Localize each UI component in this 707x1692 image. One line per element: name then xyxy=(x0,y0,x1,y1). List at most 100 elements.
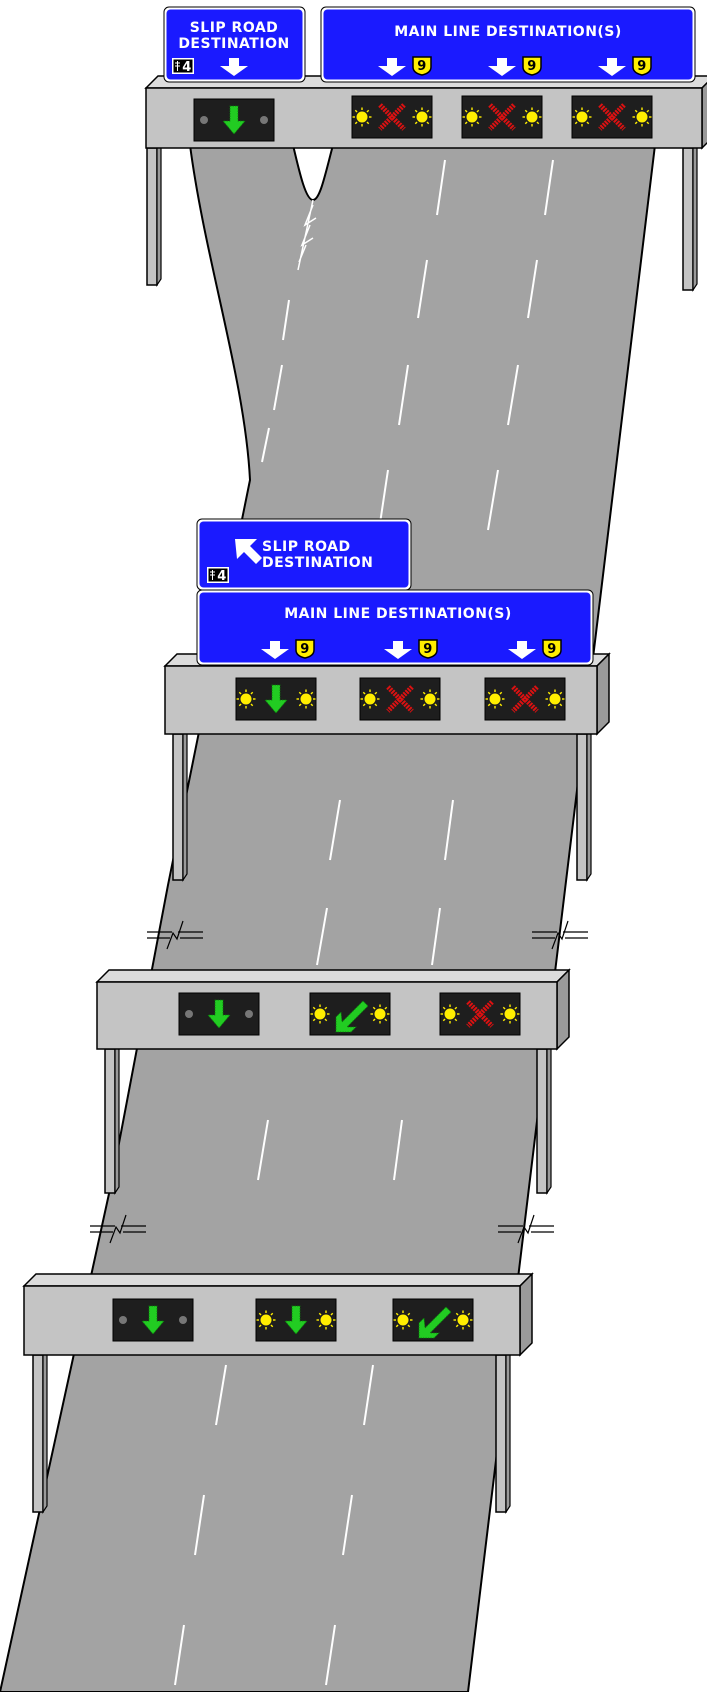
lane-line xyxy=(417,259,428,319)
lane-signal xyxy=(178,992,260,1036)
break-symbol-icon xyxy=(147,920,203,950)
lane-line xyxy=(194,1494,205,1556)
route-shield-icon xyxy=(412,56,432,76)
lamp-ray xyxy=(395,1312,399,1316)
distance-break-symbols xyxy=(90,920,588,1244)
lamp-on xyxy=(260,1314,272,1326)
arrow-diagonal-left-icon xyxy=(335,1000,369,1033)
warning-lamp xyxy=(632,107,652,127)
lamp-on xyxy=(397,1314,409,1326)
lane-line xyxy=(544,159,554,216)
lamp-on xyxy=(240,693,252,705)
lamp-ray xyxy=(238,703,242,707)
lane-line xyxy=(398,364,409,426)
warning-lamp xyxy=(500,1004,520,1024)
lamp-ray xyxy=(270,1324,274,1328)
warning-lamp xyxy=(393,1310,413,1330)
lamp-on xyxy=(549,693,561,705)
warning-lamp xyxy=(316,1310,336,1330)
warning-lamp xyxy=(572,107,592,127)
lamp-on xyxy=(416,111,428,123)
break-lines xyxy=(90,1225,146,1233)
lamp-ray xyxy=(634,109,638,113)
main-line-label-middle: MAIN LINE DESTINATION(S) xyxy=(284,606,512,622)
lane-signal xyxy=(351,95,433,139)
gantry-leg-side xyxy=(505,1349,511,1514)
warning-lamp xyxy=(420,689,440,709)
lamp-on xyxy=(320,1314,332,1326)
lamp-ray xyxy=(586,121,590,125)
junction-symbol-icon xyxy=(175,61,180,71)
lamp-ray xyxy=(434,703,438,707)
junction-symbol-icon xyxy=(210,570,215,580)
lamp-ray xyxy=(476,109,480,113)
break-zigzag xyxy=(166,920,184,950)
lane-line xyxy=(257,1119,269,1181)
lamp-off xyxy=(260,116,268,124)
sign-background xyxy=(166,9,303,80)
lamp-ray xyxy=(384,1006,388,1010)
break-symbol-icon xyxy=(498,1214,554,1244)
diverge-chevrons xyxy=(297,199,317,271)
red-x-icon xyxy=(598,103,626,131)
lamp-ray xyxy=(536,121,540,125)
lamp-ray xyxy=(454,1018,458,1022)
lamp-ray xyxy=(312,1006,316,1010)
red-x-icon xyxy=(386,685,414,713)
lamp-ray xyxy=(559,691,563,695)
warning-lamp xyxy=(310,1004,330,1024)
warning-lamp xyxy=(370,1004,390,1024)
lane-signal xyxy=(359,677,441,721)
lamp-ray xyxy=(298,691,302,695)
route-shield-icon xyxy=(418,639,438,659)
lamp-ray xyxy=(372,1006,376,1010)
lane-line xyxy=(487,469,499,531)
lamp-ray xyxy=(330,1312,334,1316)
lane-signal xyxy=(112,1298,194,1342)
route-number-text: 9 xyxy=(637,59,647,74)
lane-line xyxy=(282,299,290,341)
lamp-ray xyxy=(476,121,480,125)
arrow-down-icon xyxy=(264,684,288,714)
gantry-leg xyxy=(104,1048,116,1194)
lamp-ray xyxy=(454,1006,458,1010)
slip-road-label-line1: SLIP ROAD xyxy=(262,539,351,555)
lane-line xyxy=(174,1624,185,1686)
lamp-ray xyxy=(464,121,468,125)
lamp-ray xyxy=(407,1324,411,1328)
lamp-on xyxy=(356,111,368,123)
lamp-off xyxy=(179,1316,187,1324)
lamp-ray xyxy=(250,703,254,707)
lane-line xyxy=(261,427,270,463)
gantry-3 xyxy=(95,968,571,1195)
gantry-beam-top xyxy=(22,1273,534,1287)
junction-number-text: 4 xyxy=(217,569,227,584)
warning-lamp xyxy=(522,107,542,127)
lane-signal xyxy=(193,98,275,142)
lane-signal xyxy=(439,992,521,1036)
lamp-ray xyxy=(499,703,503,707)
lane-signal xyxy=(461,95,543,139)
break-symbol-icon xyxy=(90,1214,146,1244)
lamp-ray xyxy=(467,1312,471,1316)
lamp-off xyxy=(200,116,208,124)
warning-lamp xyxy=(485,689,505,709)
gantry-beam-side xyxy=(596,652,610,736)
lane-line xyxy=(436,159,446,216)
route-shield-icon xyxy=(542,639,562,659)
gantry-leg xyxy=(682,147,694,291)
warning-lamp xyxy=(296,689,316,709)
lamp-on xyxy=(424,693,436,705)
lamp-off xyxy=(185,1010,193,1018)
lamp-ray xyxy=(464,109,468,113)
lamp-ray xyxy=(374,703,378,707)
red-x-icon xyxy=(488,103,516,131)
lamp-ray xyxy=(434,691,438,695)
lamp-ray xyxy=(502,1006,506,1010)
red-x-icon xyxy=(511,685,539,713)
lane-line xyxy=(215,1364,227,1426)
lamp-ray xyxy=(524,109,528,113)
route-number-text: 9 xyxy=(300,642,310,657)
